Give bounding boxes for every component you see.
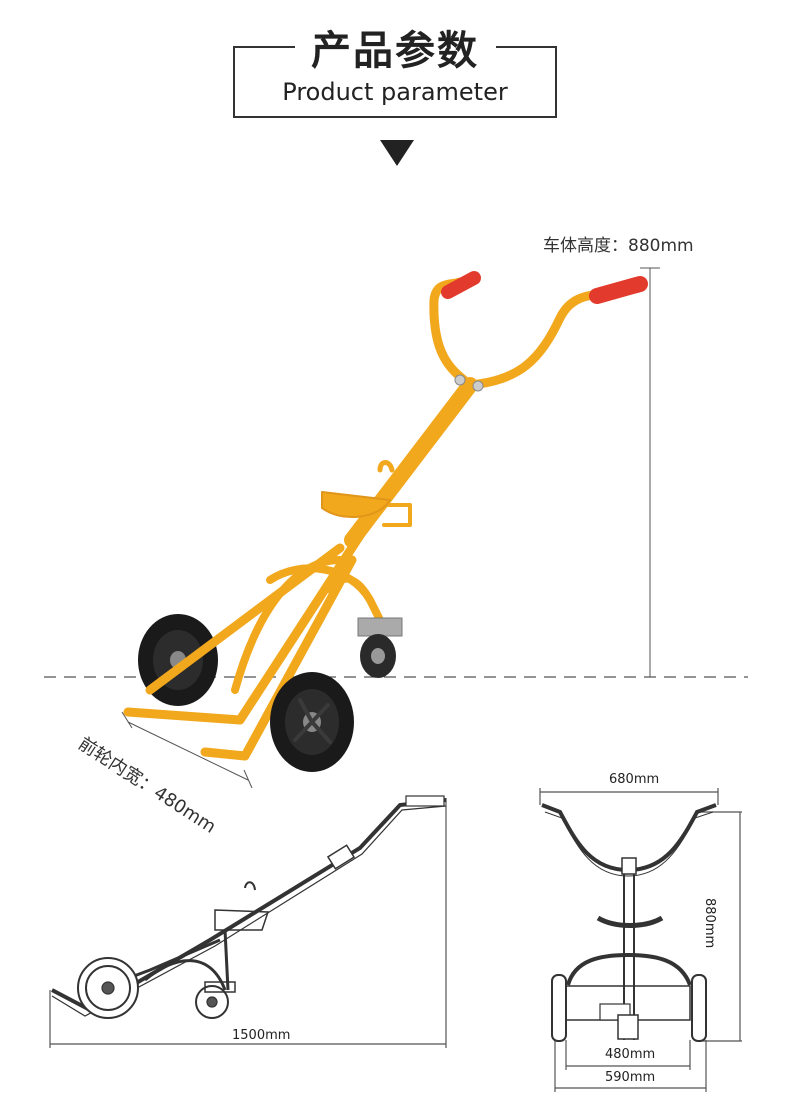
front-view-drawing [539,788,742,1092]
left-grip [441,271,481,299]
height-label: 车体高度：880mm [543,236,694,256]
down-arrow-icon [380,140,414,166]
drum-trolley [123,271,648,772]
side-length-dimension: 1500mm [232,1028,291,1043]
front-right-wheel [270,672,354,772]
page-subtitle: Product parameter [282,78,508,106]
page-title: 产品参数 [311,28,479,74]
side-view-drawing [49,795,447,1048]
header-frame-top-right [496,46,557,48]
front-wheel-inner-dimension: 480mm [605,1047,656,1062]
front-top-width-dimension: 680mm [609,772,660,787]
front-wheel-outer-dimension: 590mm [605,1070,656,1085]
caster-wheel [357,617,403,678]
wheel-width-dimension-line [127,721,249,781]
right-grip [589,276,648,304]
header-frame-top-left [233,46,295,48]
front-height-dimension: 880mm [702,898,717,949]
header-frame [233,46,557,118]
